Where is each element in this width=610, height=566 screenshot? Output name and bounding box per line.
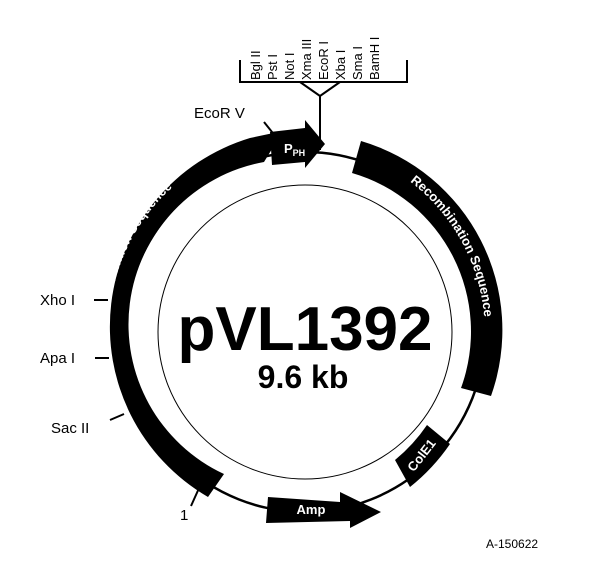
mcs-site: EcoR I bbox=[316, 41, 331, 80]
mcs-site: BamH I bbox=[367, 37, 382, 80]
mcs-site-labels: Bgl II Pst I Not I Xma III EcoR I Xba I … bbox=[248, 37, 382, 80]
figure-code: A-150622 bbox=[486, 537, 538, 551]
ecorv-tick bbox=[263, 121, 281, 143]
amp-arrow bbox=[266, 492, 381, 528]
sacii-tick bbox=[109, 413, 125, 421]
ecorv-label: EcoR V bbox=[194, 105, 245, 122]
recombination-right-band bbox=[352, 141, 503, 396]
recombination-left-band bbox=[109, 131, 284, 497]
mcs-site: Not I bbox=[282, 53, 297, 80]
xhoi-label: Xho I bbox=[40, 292, 75, 309]
mcs-site: Pst I bbox=[265, 54, 280, 80]
origin-tick bbox=[190, 485, 201, 507]
plasmid-name: pVL1392 bbox=[177, 295, 432, 364]
sacii-label: Sac II bbox=[51, 420, 89, 437]
mcs-site: Sma I bbox=[350, 46, 365, 80]
plasmid-size: 9.6 kb bbox=[258, 359, 349, 395]
mcs-bracket bbox=[239, 60, 408, 150]
amp-label: Amp bbox=[297, 502, 326, 517]
cole1-band bbox=[395, 425, 450, 487]
mcs-site: Xma III bbox=[299, 39, 314, 80]
mcs-site: Bgl II bbox=[248, 50, 263, 80]
mcs-site: Xba I bbox=[333, 50, 348, 80]
inner-circle bbox=[157, 184, 453, 480]
apai-label: Apa I bbox=[40, 350, 75, 367]
origin-label: 1 bbox=[180, 507, 188, 524]
promoter-label: PPH bbox=[284, 141, 305, 158]
promoter-arrow bbox=[270, 120, 325, 168]
